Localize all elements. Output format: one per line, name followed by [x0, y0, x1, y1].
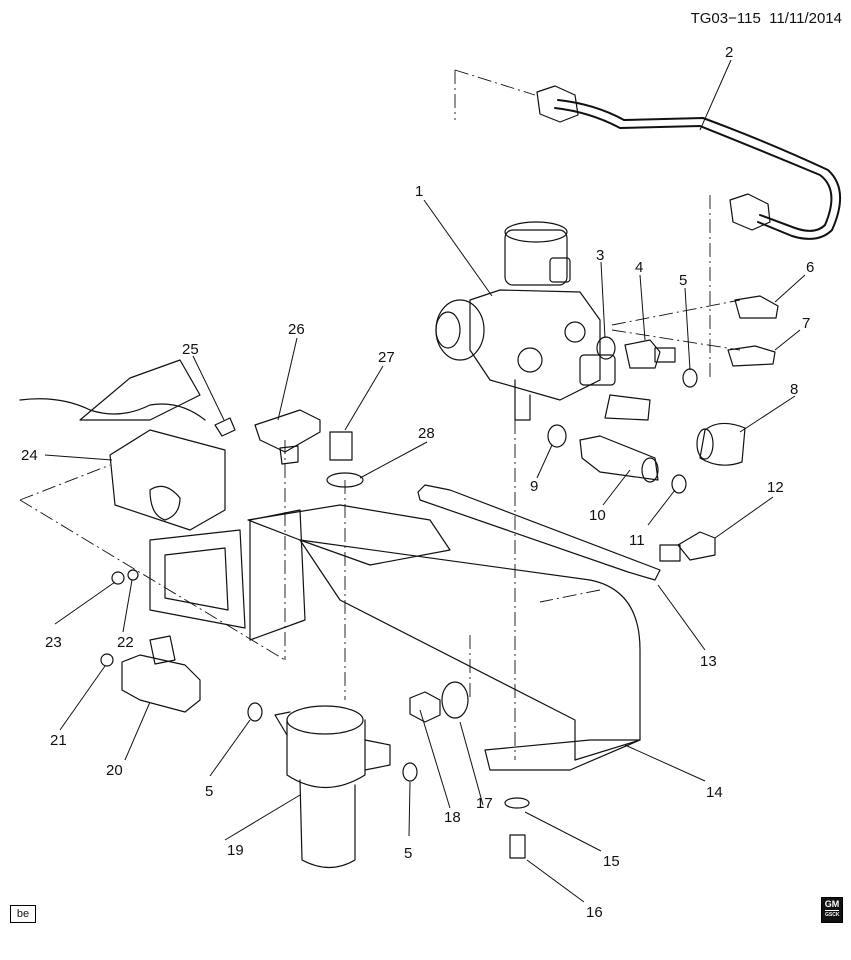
fitting — [727, 295, 779, 367]
brake-pipe — [536, 85, 842, 240]
callout-5: 5 — [679, 272, 687, 289]
callout-14: 14 — [706, 784, 723, 801]
logo-mark: GM — [824, 899, 840, 909]
callout-9: 9 — [530, 478, 538, 495]
centerlines — [19, 69, 741, 760]
washer — [127, 569, 139, 581]
nut — [409, 691, 441, 723]
o-ring — [682, 368, 698, 388]
callout-25: 25 — [182, 341, 199, 358]
bolt — [214, 417, 236, 437]
callout-3: 3 — [596, 247, 604, 264]
callout-26: 26 — [288, 321, 305, 338]
washer — [504, 797, 530, 809]
bolt — [509, 834, 526, 859]
connector-fitting — [579, 435, 659, 483]
mounting-bracket — [149, 504, 641, 771]
valve-assembly — [435, 221, 651, 421]
callout-17: 17 — [476, 795, 493, 812]
callout-11: 11 — [629, 532, 645, 549]
callout-2: 2 — [725, 44, 733, 61]
callout-27: 27 — [378, 349, 395, 366]
callout-5-left: 5 — [205, 783, 213, 800]
callout-7: 7 — [802, 315, 810, 332]
bracket-strap — [417, 484, 661, 581]
callout-5-lower: 5 — [404, 845, 412, 862]
diagram-code: TG03−115 — [690, 10, 761, 27]
callout-23: 23 — [45, 634, 62, 651]
gm-logo: GM GSCK — [821, 897, 843, 923]
callout-13: 13 — [700, 653, 717, 670]
o-ring — [100, 653, 114, 667]
diagram-date: 11/11/2014 — [769, 10, 842, 27]
o-ring — [671, 474, 687, 494]
callout-6: 6 — [806, 259, 814, 276]
callout-labels: 1 2 3 4 5 6 7 8 9 10 11 12 13 14 15 16 1… — [21, 44, 814, 921]
connector-cover — [109, 429, 226, 531]
filter-body — [274, 705, 391, 869]
callout-16: 16 — [586, 904, 603, 921]
washer — [111, 571, 125, 585]
fitting — [624, 339, 676, 369]
callout-15: 15 — [603, 853, 620, 870]
logo-sub: GSCK — [825, 910, 840, 918]
callout-1: 1 — [415, 183, 423, 200]
callout-21: 21 — [50, 732, 67, 749]
callout-10: 10 — [589, 507, 606, 524]
callout-24: 24 — [21, 447, 38, 464]
callout-4: 4 — [635, 259, 643, 276]
callout-8: 8 — [790, 381, 798, 398]
o-ring — [402, 762, 418, 782]
callout-18: 18 — [444, 809, 461, 826]
diagram-header: TG03−115 11/11/2014 — [650, 10, 842, 27]
o-ring — [596, 336, 616, 360]
wiring-harness — [19, 398, 206, 421]
dust-cap — [696, 422, 746, 466]
washer — [441, 681, 469, 719]
o-ring — [247, 702, 263, 722]
callout-28: 28 — [418, 425, 435, 442]
leader-lines — [44, 59, 806, 903]
callout-22: 22 — [117, 634, 134, 651]
callout-12: 12 — [767, 479, 784, 496]
callout-19: 19 — [227, 842, 244, 859]
drain-valve — [121, 635, 201, 713]
bolt — [329, 431, 353, 461]
fitting — [659, 531, 716, 562]
callout-20: 20 — [106, 762, 123, 779]
corner-badge: be — [10, 905, 36, 923]
o-ring — [547, 424, 567, 448]
knob — [254, 409, 321, 453]
